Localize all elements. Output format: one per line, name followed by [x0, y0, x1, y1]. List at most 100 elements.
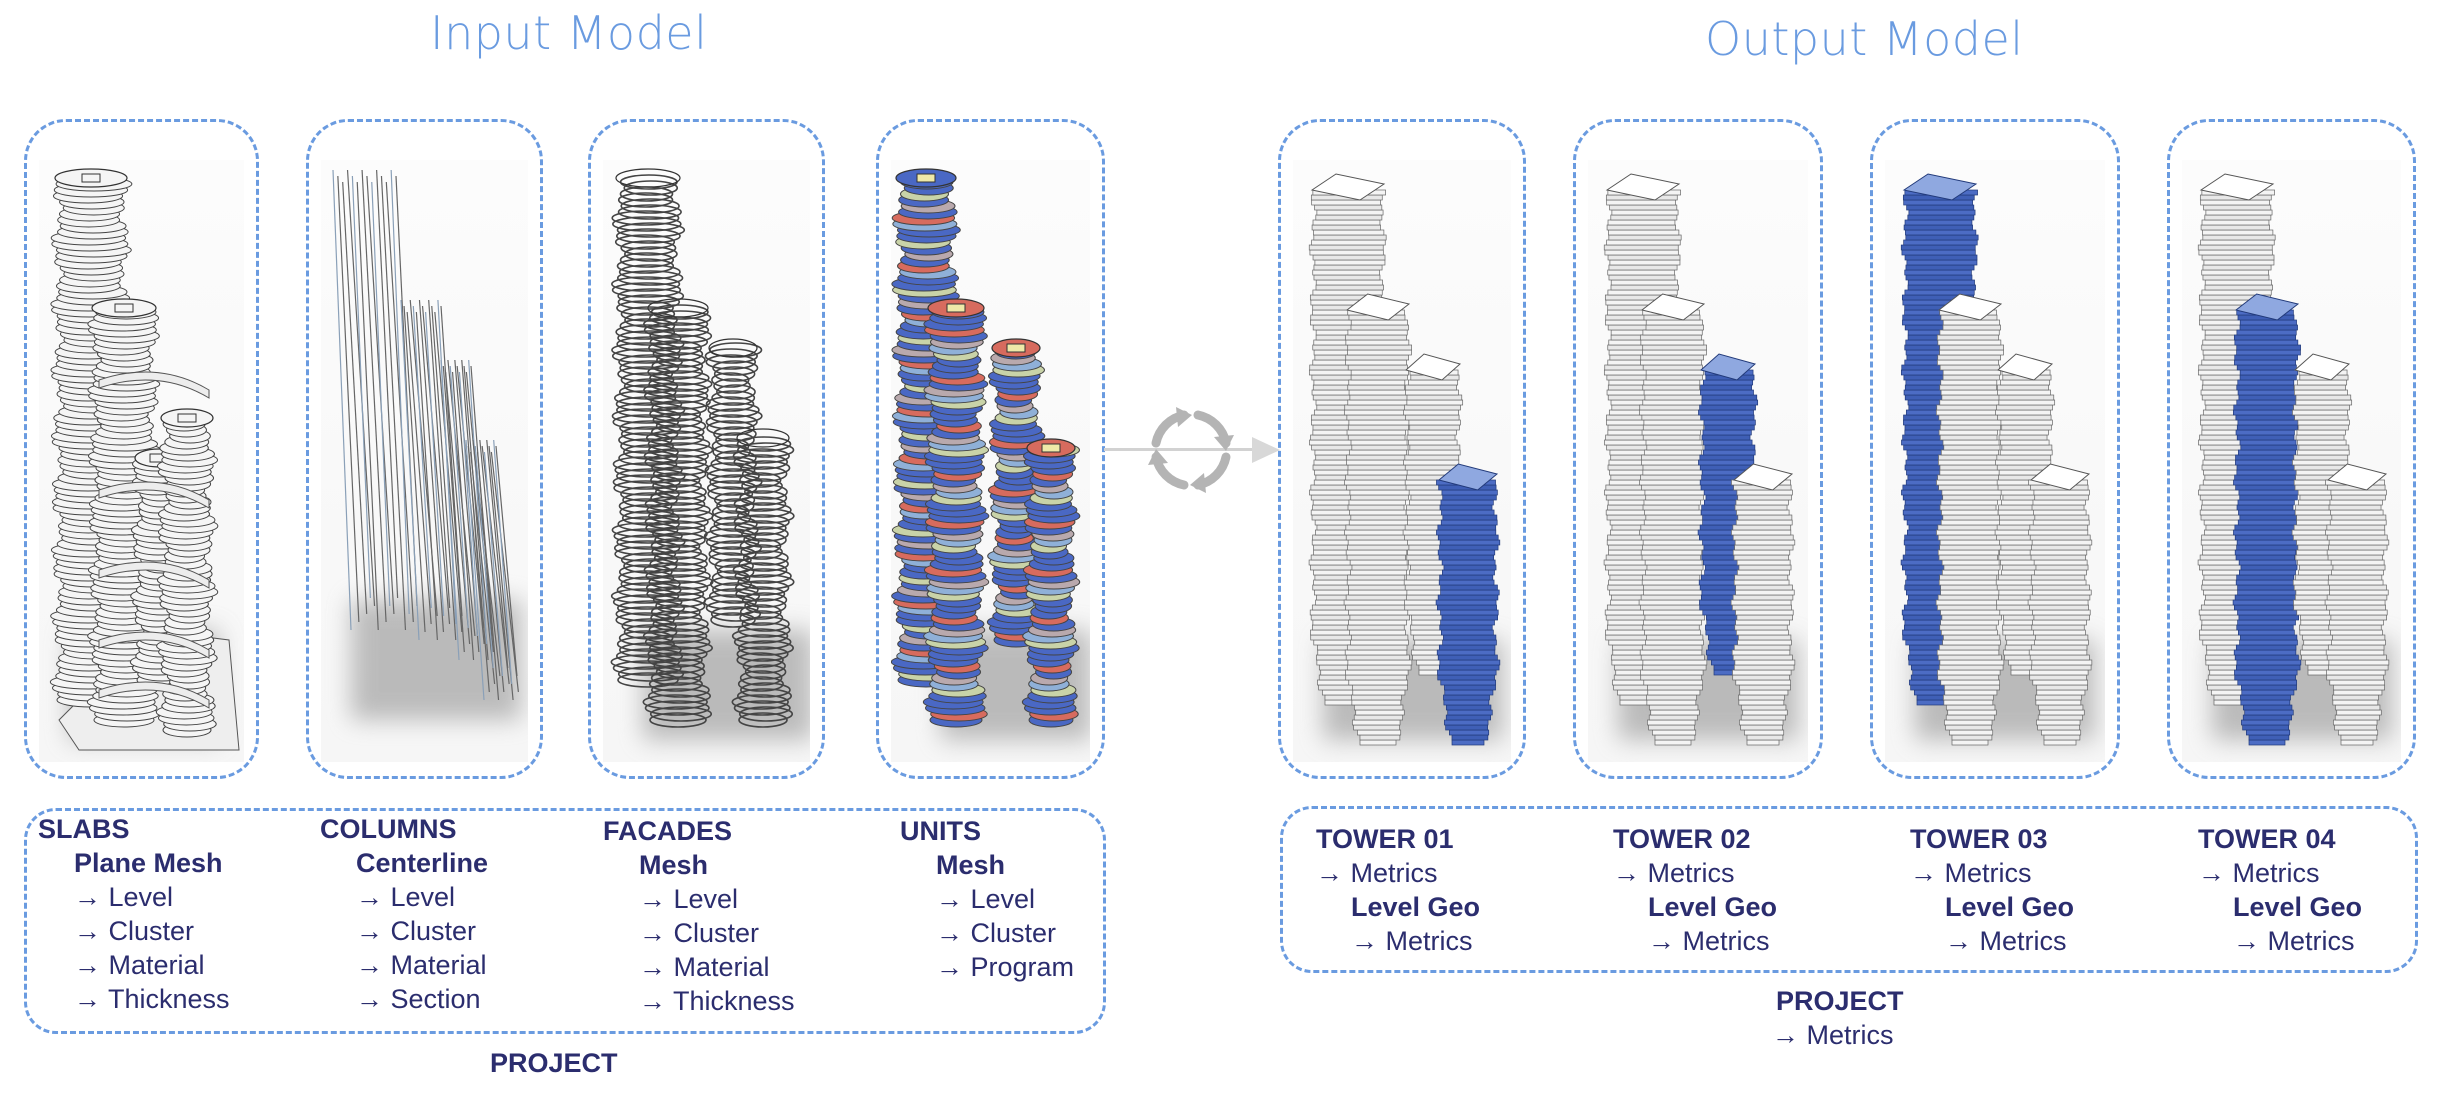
- floor-plate: [1645, 569, 1702, 576]
- floor-plate: [2248, 739, 2286, 746]
- floor-plate: [1346, 429, 1406, 436]
- floor-plate: [644, 700, 710, 716]
- floor-plate: [2241, 719, 2290, 726]
- slabs-attr: → Thickness: [74, 984, 230, 1014]
- tower-01-render: [1308, 173, 1503, 746]
- floor-plate: [1703, 419, 1756, 426]
- floor-plate: [1346, 554, 1407, 561]
- floor-plate: [708, 552, 752, 568]
- tower-04-render: [2197, 173, 2392, 746]
- floor-plate: [2326, 549, 2385, 556]
- floor-plate: [2239, 374, 2297, 381]
- floor-plate: [1345, 549, 1408, 556]
- facades-panel: [588, 119, 825, 779]
- floor-plate: [1905, 264, 1975, 271]
- tower-03-image: [1885, 160, 2105, 762]
- floor-plate: [2236, 344, 2301, 351]
- floor-plate: [1734, 624, 1788, 631]
- floor-plate: [2237, 679, 2298, 686]
- floor-plate: [713, 516, 758, 532]
- floor-plate: [2297, 439, 2347, 446]
- floor-plate: [1403, 459, 1460, 466]
- floor-plate: [2331, 494, 2386, 501]
- floor-plate: [2330, 489, 2387, 496]
- floor-plate: [613, 480, 678, 496]
- floor-plate: [2036, 719, 2081, 726]
- floor-plate: [1351, 564, 1409, 571]
- floor-plate: [645, 568, 711, 584]
- floor-plate: [1642, 384, 1700, 391]
- floor-plate: [656, 352, 706, 368]
- floor-plate: [1345, 339, 1410, 346]
- floor-plate: [2329, 679, 2386, 686]
- floor-plate: [1439, 539, 1501, 546]
- floor-plate: [716, 564, 755, 580]
- tower-01-metrics: → Metrics: [1316, 858, 1438, 888]
- floor-plate: [1939, 659, 2005, 666]
- roof-plate: [736, 428, 790, 448]
- floor-plate: [1639, 404, 1704, 411]
- floor-plate: [1735, 589, 1795, 596]
- tower-01-level-geo: Level Geo: [1351, 892, 1481, 922]
- floor-plate: [1438, 644, 1496, 651]
- bridge-slab: [98, 631, 210, 659]
- floor-plate: [1451, 739, 1485, 746]
- floor-plate: [715, 432, 755, 448]
- floor-plate: [1350, 494, 1409, 501]
- floor-plate: [652, 616, 709, 632]
- floor-plate: [2334, 724, 2377, 731]
- floor-plate: [2037, 704, 2084, 711]
- floor-plate: [1939, 424, 2001, 431]
- floor-plate: [2331, 514, 2387, 521]
- floor-plate: [1641, 429, 1701, 436]
- floor-plate: [713, 378, 751, 394]
- floor-plate: [1647, 689, 1701, 696]
- roof-plate: [708, 338, 758, 358]
- output-project-label: PROJECT: [1776, 986, 1904, 1016]
- tower-03-level-geo: Level Geo: [1945, 892, 2075, 922]
- floor-plate: [1345, 524, 1409, 531]
- floor-plate: [2326, 604, 2386, 611]
- floor-plate: [655, 664, 706, 680]
- floor-plate: [1937, 669, 2001, 676]
- floor-plate: [742, 550, 789, 566]
- floor-plate: [2330, 614, 2387, 621]
- slabs-attr: → Level: [74, 882, 174, 912]
- floor-plate: [2332, 699, 2379, 706]
- floor-plate: [616, 270, 684, 286]
- floor-plate: [1440, 584, 1498, 591]
- floor-plate: [614, 234, 676, 250]
- floor-plate: [1702, 429, 1752, 436]
- floor-plate: [2237, 449, 2297, 456]
- floor-plate: [1350, 439, 1408, 446]
- floor-plate: [1654, 734, 1696, 741]
- floor-plate: [618, 264, 681, 280]
- floor-plate: [1313, 229, 1385, 236]
- floor-plate: [1942, 319, 2000, 326]
- tower-04-level-geo: Level Geo: [2233, 892, 2363, 922]
- floor-plate: [1737, 494, 1792, 501]
- floor-plate: [1905, 234, 1979, 241]
- floor-plate: [1352, 684, 1408, 691]
- floor-plate: [2236, 434, 2295, 441]
- floor-plate: [2234, 549, 2297, 556]
- floor-plate: [1999, 449, 2053, 456]
- floor-plate: [1945, 724, 1992, 731]
- floor-plate: [1904, 254, 1978, 261]
- floor-plate: [1737, 569, 1790, 576]
- floor-plate: [2240, 444, 2298, 451]
- floor-plate: [2326, 524, 2386, 531]
- floor-plate: [1311, 224, 1381, 231]
- columns-attr: → Material: [356, 950, 487, 980]
- floor-plate: [1647, 719, 1696, 726]
- floor-plate: [1906, 204, 1975, 211]
- floor-plate: [705, 534, 760, 550]
- floor-plate: [646, 586, 705, 602]
- floor-plate: [1351, 634, 1409, 641]
- floor-plate: [2037, 714, 2083, 721]
- floor-plate: [1736, 489, 1793, 496]
- floor-plate: [1642, 504, 1700, 511]
- floor-plate: [616, 468, 686, 484]
- floor-plate: [612, 660, 682, 676]
- floor-plate: [2238, 509, 2296, 516]
